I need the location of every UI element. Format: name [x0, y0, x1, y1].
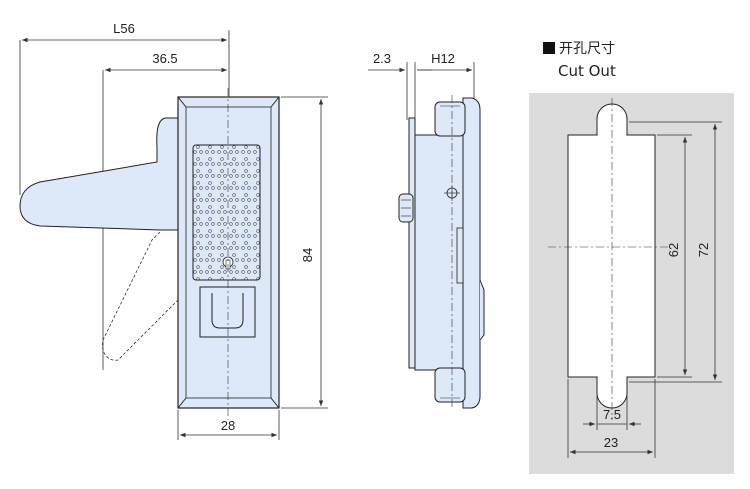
bottom-screw — [434, 367, 466, 403]
dim-label-23: 23 — [604, 435, 618, 450]
dimension-28: 28 — [177, 410, 280, 440]
side-cover — [462, 97, 481, 409]
top-screw — [434, 101, 466, 137]
side-trigger — [479, 279, 485, 341]
dim-label-72: 72 — [696, 243, 711, 257]
cutout-view: 开孔尺寸 Cut Out 62 72 7.5 — [529, 41, 734, 474]
lever-open-position — [101, 231, 179, 361]
dim-label-7-5: 7.5 — [603, 407, 621, 422]
dim-label-h12: H12 — [431, 51, 455, 66]
grip-panel — [192, 144, 261, 281]
side-housing — [414, 134, 464, 371]
dimension-84: 84 — [281, 96, 328, 409]
cutout-hole — [567, 103, 656, 409]
cutout-title-square — [543, 42, 555, 54]
dim-label-62: 62 — [666, 243, 681, 257]
cutout-title-en: Cut Out — [558, 62, 616, 80]
dim-label-l56: L56 — [113, 21, 135, 36]
dim-label-28: 28 — [221, 418, 235, 433]
dimension-7-5: 7.5 — [583, 395, 641, 430]
dim-label-2-3: 2.3 — [373, 51, 391, 66]
dimension-h12: H12 — [417, 51, 475, 104]
cutout-title-cn: 开孔尺寸 — [559, 41, 615, 57]
dim-label-36-5: 36.5 — [152, 51, 177, 66]
side-view: 2.3 H12 — [368, 51, 485, 410]
dimension-72: 72 — [629, 121, 722, 383]
dimension-62: 62 — [657, 134, 692, 378]
dimension-23: 23 — [567, 379, 656, 458]
dimension-l56: L56 — [19, 21, 230, 195]
front-view: L56 36.5 — [19, 21, 328, 440]
trigger-button — [199, 286, 256, 338]
dimension-2-3: 2.3 — [368, 51, 432, 120]
side-mount-plate — [408, 117, 416, 369]
cam-bolt — [398, 193, 414, 223]
lever-handle — [19, 117, 179, 231]
dim-label-84: 84 — [300, 248, 315, 262]
